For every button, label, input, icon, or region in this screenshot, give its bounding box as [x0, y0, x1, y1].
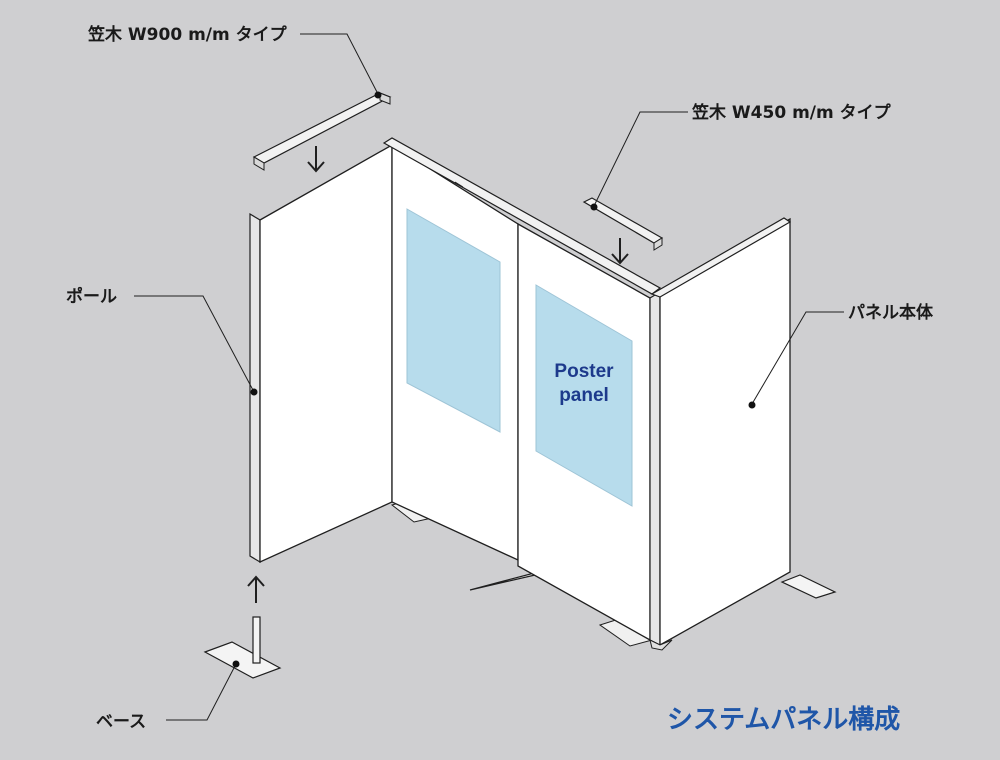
arrow-down-icon — [307, 146, 325, 173]
leader-base — [166, 663, 237, 721]
arrow-down-icon — [611, 238, 629, 265]
base-pole — [252, 616, 261, 664]
poster-area-b — [535, 284, 633, 507]
label-base: ベース — [96, 712, 146, 732]
leader-kasagi-900 — [300, 33, 379, 95]
poster-label-line2: panel — [559, 385, 609, 406]
label-panel-body: パネル本体 — [848, 302, 934, 323]
top-rail-back — [382, 137, 662, 295]
label-kasagi-900: 笠木 W900 m/m タイプ — [88, 24, 288, 45]
leader-panel-body — [751, 311, 844, 405]
diagram-title: システムパネル構成 — [667, 705, 900, 735]
label-pole: ポール — [66, 286, 117, 307]
leader-pole — [134, 295, 255, 393]
poster-area-a — [406, 208, 501, 433]
leader-kasagi-450 — [593, 111, 688, 207]
leader-dot-panel-body — [748, 401, 756, 409]
leader-dot-kasagi-900 — [374, 91, 382, 99]
poster-label-line1: Poster — [554, 361, 614, 382]
corner-base — [649, 639, 673, 651]
base-foot-right — [780, 574, 837, 599]
arrow-up-icon — [247, 575, 265, 603]
kasagi-900-rail — [252, 92, 392, 164]
kasagi-450-rail-lip — [653, 237, 663, 251]
left-panel — [259, 143, 393, 564]
right-panel-edge — [649, 290, 661, 646]
leader-dot-base — [232, 660, 240, 668]
base-plate — [203, 641, 282, 679]
label-kasagi-450: 笠木 W450 m/m タイプ — [692, 102, 892, 123]
top-rail-right — [650, 217, 792, 298]
leader-dot-kasagi-450 — [590, 203, 598, 211]
kasagi-900-rail-lip — [253, 156, 265, 171]
kasagi-900-rail-end — [379, 92, 391, 105]
leader-dot-pole — [250, 388, 258, 396]
